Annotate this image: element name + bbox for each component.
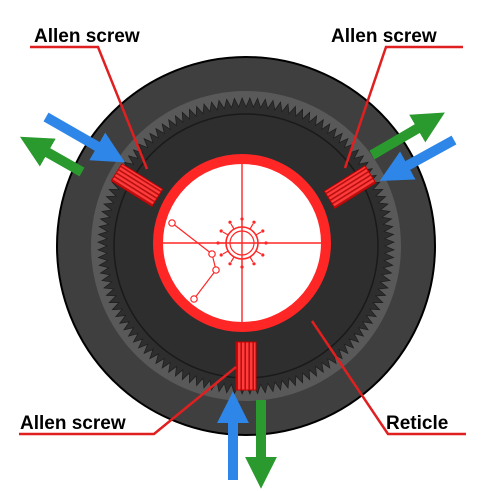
- reticle-crosshair-icon: [153, 154, 331, 332]
- allen-screw-icon: [235, 341, 257, 391]
- adjust-arrow-icon: [19, 112, 457, 489]
- label-screw-bottom: Allen screw: [20, 413, 126, 434]
- leader-lines: [19, 45, 466, 436]
- label-screw-top-right: Allen screw: [331, 26, 437, 47]
- label-screw-top-left: Allen screw: [34, 26, 140, 47]
- label-reticle: Reticle: [386, 413, 448, 434]
- allen-screw-icon: [110, 163, 164, 207]
- allen-screw-icon: [323, 165, 377, 209]
